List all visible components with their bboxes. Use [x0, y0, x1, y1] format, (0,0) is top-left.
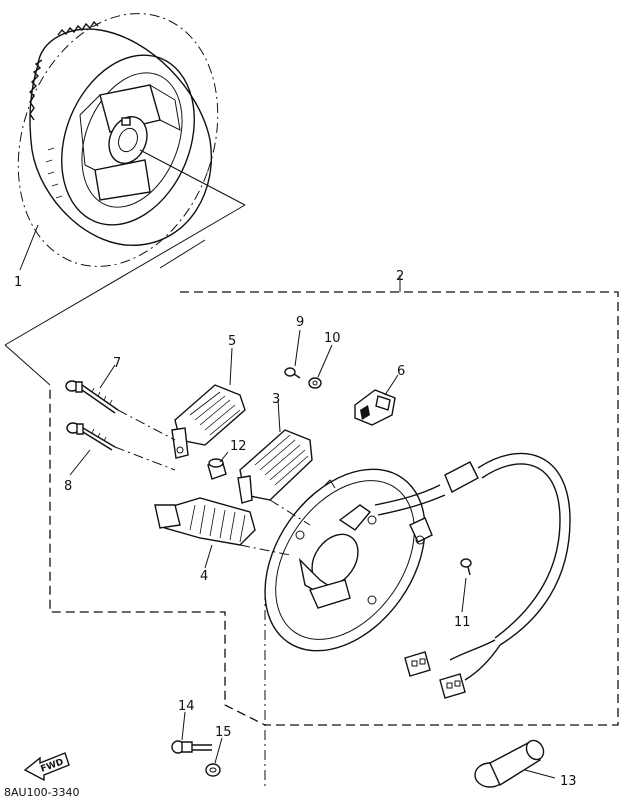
callout-5: 5 — [228, 334, 236, 349]
callout-9: 9 — [296, 315, 304, 330]
callout-1: 1 — [14, 275, 22, 290]
callout-2: 2 — [396, 269, 404, 284]
screw-7 — [65, 364, 119, 414]
callout-6: 6 — [397, 364, 405, 379]
forward-arrow-icon: FWD — [23, 752, 70, 782]
middle-coil — [237, 399, 313, 504]
callout-7: 7 — [113, 356, 121, 371]
callout-11: 11 — [454, 615, 471, 630]
upper-coil — [171, 347, 246, 459]
callout-3: 3 — [272, 392, 280, 407]
callout-13: 13 — [560, 774, 577, 789]
lower-coil — [154, 497, 256, 569]
callout-4: 4 — [200, 569, 208, 584]
screw-8 — [66, 409, 176, 476]
pickup-coil-6 — [354, 374, 399, 426]
screw-9 — [284, 329, 301, 379]
callout-15: 15 — [215, 725, 232, 740]
callout-14: 14 — [178, 699, 195, 714]
wire-harness — [374, 452, 571, 699]
washer-10 — [308, 344, 333, 389]
callout-10: 10 — [324, 331, 341, 346]
flywheel-rotor — [4, 13, 246, 346]
sleeve-13 — [474, 739, 556, 788]
diagram-code: 8AU100-3340 — [4, 786, 80, 799]
screw-11 — [460, 558, 472, 613]
stator-assembly-boundary — [4, 275, 619, 726]
callout-12: 12 — [230, 439, 247, 454]
collar-spacer — [207, 451, 229, 480]
washer-15 — [205, 737, 223, 777]
screw-14 — [171, 711, 212, 754]
stator-base-plate — [239, 468, 426, 790]
callout-8: 8 — [64, 479, 72, 494]
